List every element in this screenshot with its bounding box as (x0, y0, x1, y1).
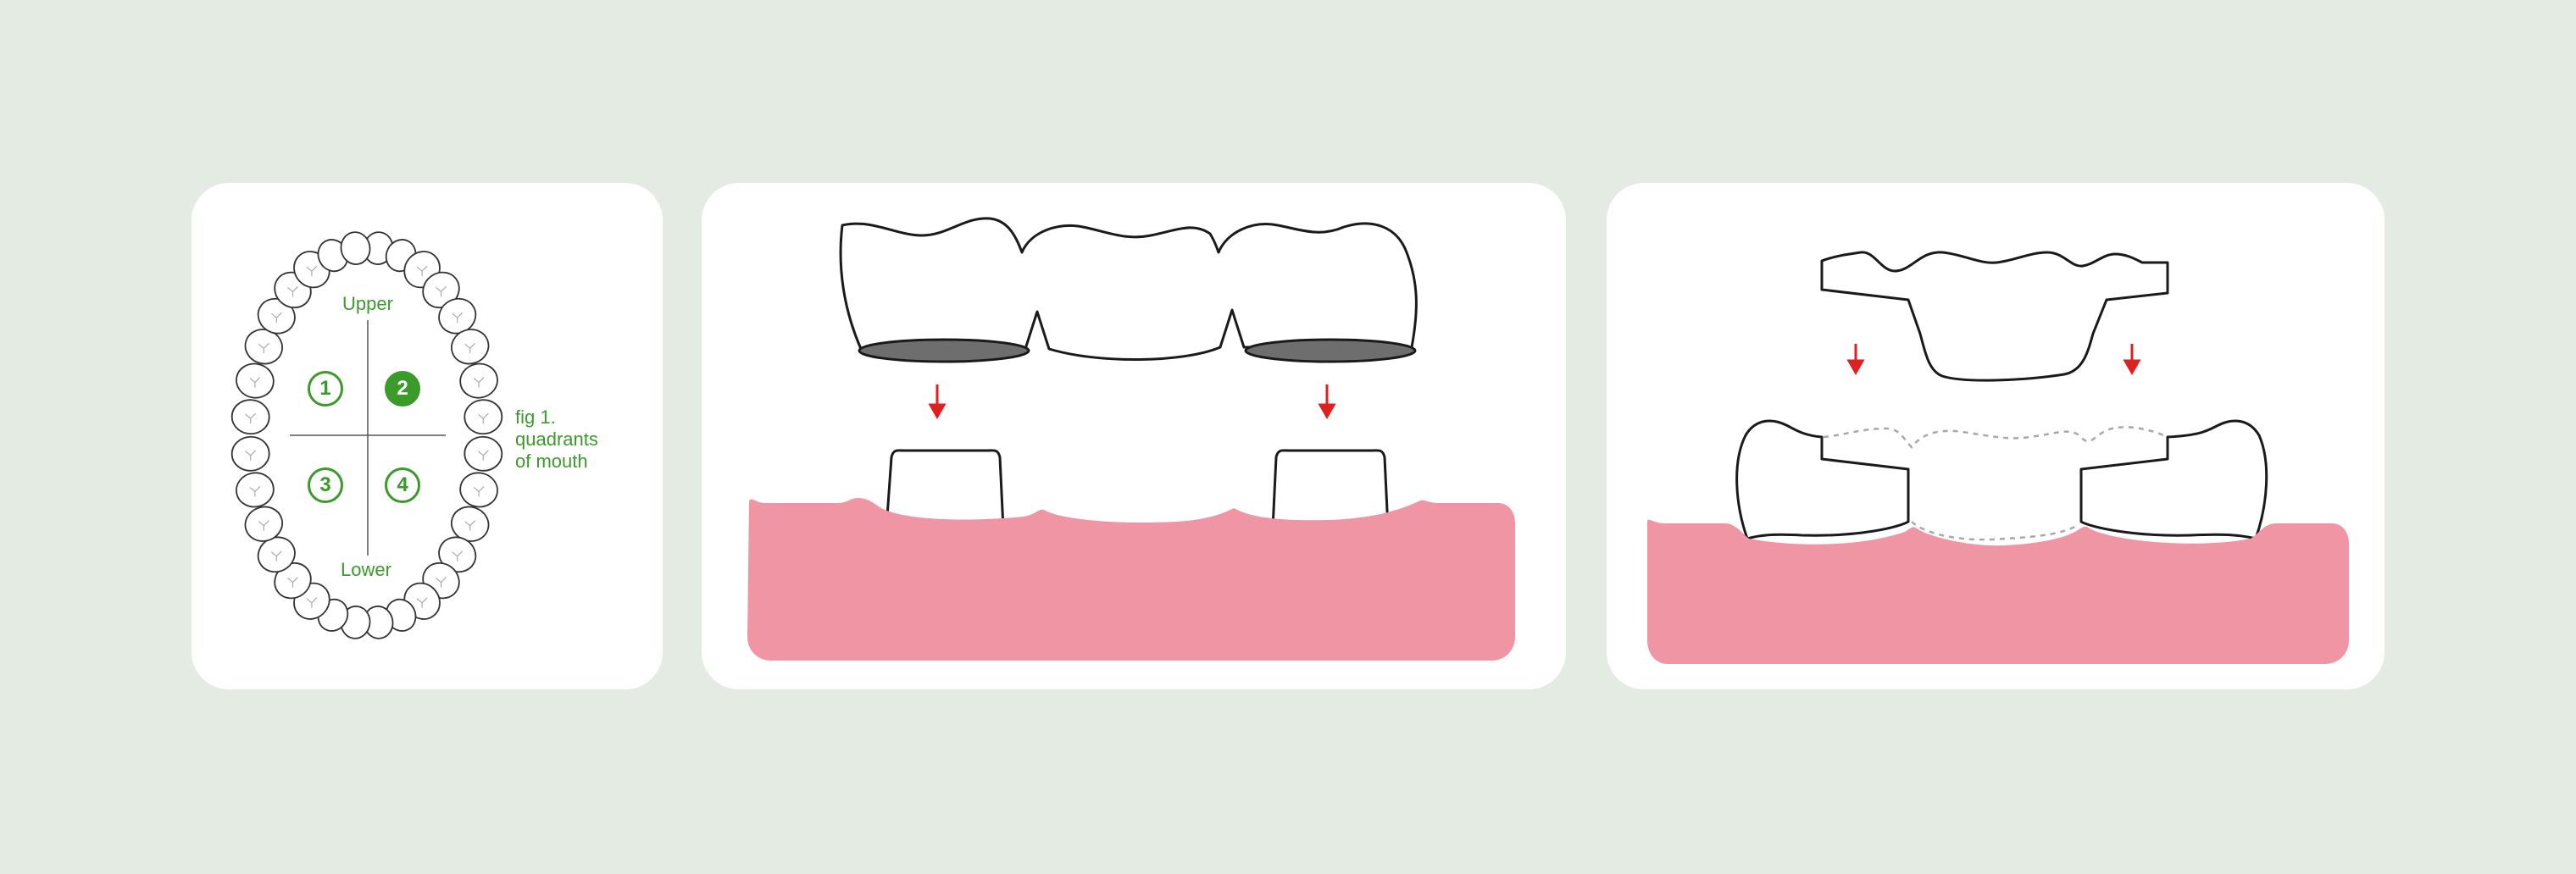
left-arrow-head (928, 403, 947, 420)
arch-tooth (464, 399, 503, 435)
left-natural-tooth (1735, 419, 1910, 540)
tooth-fissure (416, 597, 428, 608)
tooth-fissure (306, 597, 318, 608)
bridge-diagram (747, 217, 1515, 661)
arch-tooth (230, 399, 270, 435)
wing-bridge-panel (1607, 183, 2384, 689)
tooth-fissure (249, 485, 261, 497)
tooth-fissure (452, 550, 464, 561)
figure-caption-line-3: of mouth (515, 451, 588, 472)
wing-bridge-diagram (1647, 251, 2349, 664)
tooth-fissure (436, 577, 447, 588)
upper-label: Upper (342, 293, 393, 314)
quadrant-2-badge: 2 (385, 371, 420, 407)
tooth-fissure (464, 520, 476, 531)
arch-tooth (236, 472, 275, 508)
arch-tooth (450, 329, 490, 365)
tooth-fissure (249, 377, 261, 388)
gum-tissue (1647, 519, 2349, 664)
tooth-fissure (245, 412, 257, 424)
tooth-fissure (436, 285, 447, 297)
arch-tooth (244, 506, 284, 542)
tooth-fissure (306, 265, 318, 277)
bridge-panel (702, 183, 1566, 689)
tooth-fissure (452, 312, 464, 324)
dental-arch-diagram (230, 231, 503, 639)
arch-tooth (230, 435, 270, 472)
tooth-fissure (258, 520, 269, 531)
tooth-fissure (258, 342, 269, 354)
tooth-fissure (287, 577, 298, 588)
arch-tooth (236, 362, 275, 399)
tooth-fissure (473, 377, 485, 388)
insertion-arrows (928, 384, 1336, 420)
left-abutment (885, 449, 1005, 530)
tooth-fissure (270, 312, 282, 324)
tooth-fissure (270, 550, 282, 561)
left-abutment-socket (858, 338, 1030, 363)
quadrants-panel: Upper Lower 1 2 3 4 fig 1. quadrants of … (192, 183, 663, 689)
tooth-fissure (287, 285, 298, 297)
arch-tooth (464, 435, 503, 472)
arch-tooth (459, 362, 498, 399)
figure-caption-line-1: fig 1. (515, 407, 556, 428)
pontic-with-wings (1820, 251, 2169, 382)
right-natural-tooth (2079, 419, 2268, 540)
gum-tissue (747, 498, 1515, 661)
right-abutment-socket (1244, 338, 1417, 363)
right-arrow-head (1318, 403, 1336, 420)
arch-tooth (340, 231, 371, 265)
tooth-fissure (416, 265, 428, 277)
arch-tooth (459, 472, 498, 508)
arch-teeth (230, 231, 503, 639)
tooth-fissure (464, 342, 476, 354)
figure-caption-line-2: quadrants (515, 429, 598, 450)
tooth-fissure (245, 450, 257, 461)
quadrant-1-badge: 1 (308, 371, 343, 407)
quadrant-4-badge: 4 (385, 467, 420, 503)
left-arrow-head (1846, 359, 1865, 376)
right-arrow-head (2123, 359, 2141, 376)
bridge-crown-unit (839, 217, 1418, 362)
tooth-fissure (477, 412, 489, 424)
insertion-arrows (1846, 344, 2141, 376)
tooth-fissure (477, 450, 489, 461)
lower-label: Lower (341, 559, 391, 580)
tooth-fissure (473, 485, 485, 497)
missing-tooth-outline (1823, 426, 2168, 541)
quadrant-3-badge: 3 (308, 467, 343, 503)
figure-caption: fig 1. quadrants of mouth (515, 407, 598, 473)
right-abutment (1271, 449, 1390, 530)
